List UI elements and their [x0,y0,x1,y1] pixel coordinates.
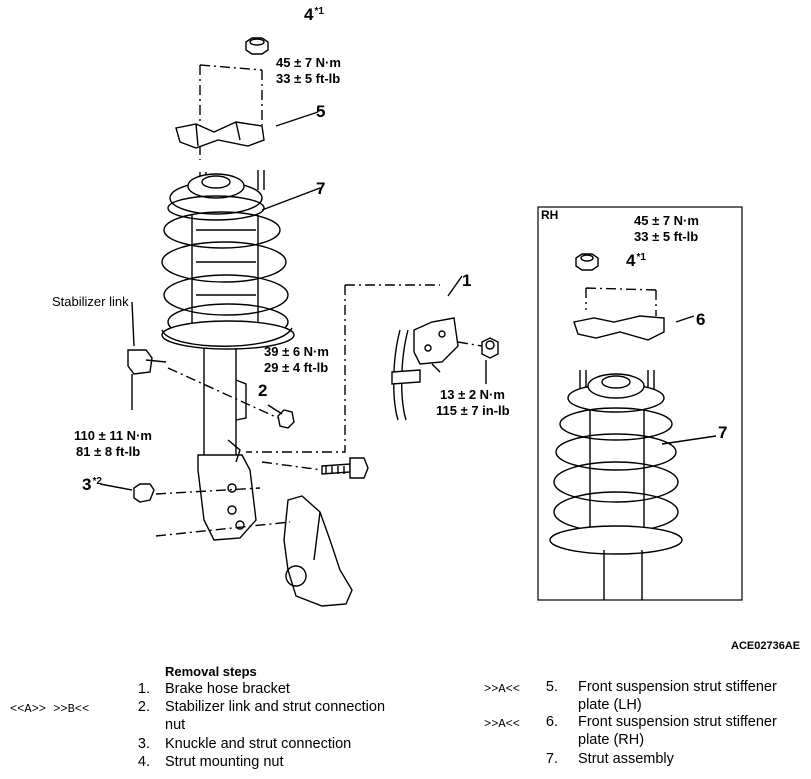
step-7: 7. Strut assembly [540,750,674,768]
knuckle-part [283,495,353,607]
step-5-tags: >>A<< [484,682,521,696]
callout-7-rh: 7 [718,423,728,442]
mount-nut-left-part [245,37,269,55]
brake-hose-bracket-part [391,317,459,421]
step-2: 2. Stabilizer link and strut connection … [132,698,385,733]
callout-2: 2 [258,381,268,400]
stabilizer-link-part [127,349,167,410]
knuckle-nut-part [133,483,155,503]
callout-7-left: 7 [316,179,326,198]
step-6-tags: >>A<< [484,717,521,731]
torque-metric: 45 ± 7 N·m [634,213,699,228]
step-number: 2. [137,699,150,715]
torque-metric: 110 ± 11 N·m [74,428,152,443]
callout-4-rh: 4*1 [626,251,646,270]
torque-stab-nut: 39 ± 6 N·m 29 ± 4 ft-lb [264,344,329,376]
coil-spring-left-part [161,211,289,341]
step-4: 4. Strut mounting nut [132,753,284,771]
figure-code: ACE02736AE [731,640,801,652]
torque-imperial: 33 ± 5 ft-lb [276,71,341,86]
torque-imperial: 81 ± 8 ft-lb [76,444,141,459]
step-text: Stabilizer link and strut connection [165,699,386,715]
step-5: 5. Front suspension strut stiffener plat… [540,678,777,713]
torque-bracket-bolt: 13 ± 2 N·m 115 ± 7 in-lb [436,387,510,419]
step-1: 1. Brake hose bracket [132,680,290,698]
callout-3: 3*2 [82,475,102,494]
stiffener-plate-lh-part [175,121,265,149]
torque-metric: 13 ± 2 N·m [440,387,505,402]
step-number: 3. [137,736,150,752]
step-6: 6. Front suspension strut stiffener plat… [540,713,777,748]
rh-inset-frame [537,206,743,601]
callout-1: 1 [462,271,472,290]
step-number: 5. [545,679,558,695]
step-text-cont: plate (LH) [578,697,642,713]
step-number: 1. [137,681,150,697]
torque-mount-nut-rh: 45 ± 7 N·m 33 ± 5 ft-lb [634,213,699,245]
step-2-tags: <<A>> >>B<< [10,702,90,716]
torque-mount-nut-left: 45 ± 7 N·m 33 ± 5 ft-lb [276,55,341,87]
step-text: Front suspension strut stiffener [578,714,777,730]
torque-imperial: 115 ± 7 in-lb [436,403,510,418]
top-mount-left-part [167,170,265,221]
torque-imperial: 29 ± 4 ft-lb [264,360,329,375]
callout-4-left: 4*1 [304,5,324,24]
stabilizer-link-label: Stabilizer link [52,294,129,309]
callout-6: 6 [696,310,706,329]
step-text: Strut assembly [578,751,674,767]
torque-metric: 45 ± 7 N·m [276,55,341,70]
callout-5: 5 [316,102,326,121]
step-number: 4. [137,754,150,770]
step-text: Knuckle and strut connection [165,736,352,752]
step-text: Brake hose bracket [165,681,290,697]
torque-metric: 39 ± 6 N·m [264,344,329,359]
torque-knuckle-nut: 110 ± 11 N·m 81 ± 8 ft-lb [74,428,152,460]
strut-body-left-part [197,348,257,541]
step-text-cont: nut [165,717,186,733]
torque-imperial: 33 ± 5 ft-lb [634,229,699,244]
step-3: 3. Knuckle and strut connection [132,735,351,753]
step-text-cont: plate (RH) [578,732,645,748]
knuckle-bolt-part [321,457,369,479]
step-number: 6. [545,714,558,730]
step-text: Strut mounting nut [165,754,284,770]
rh-label: RH [541,208,559,222]
removal-steps-title: Removal steps [165,664,257,679]
step-number: 7. [545,751,558,767]
step-text: Front suspension strut stiffener [578,679,777,695]
